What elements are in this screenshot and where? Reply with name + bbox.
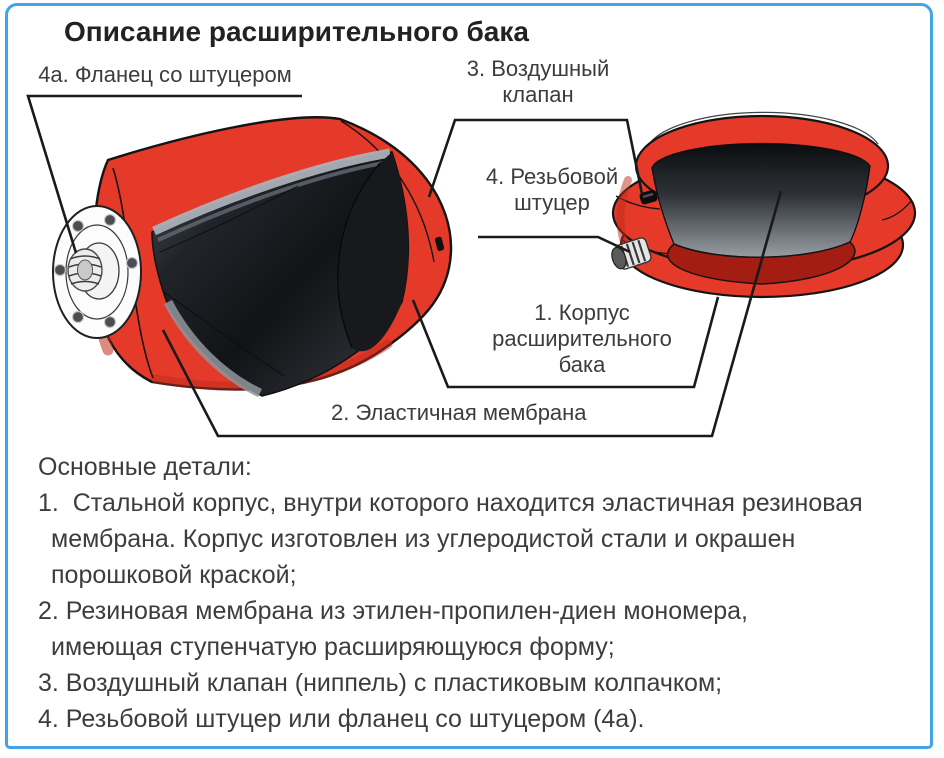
note-item-4-line-1: 4. Резьбовой штуцер или фланец со штуцер… [38,705,645,733]
threaded-fitting-icon [611,237,652,270]
flange-callout-line [26,94,302,254]
page-title: Описание расширительного бака [64,16,529,47]
flange-bolts [53,213,139,329]
flange-with-fitting [52,205,142,339]
tank-body-callout-line [411,296,720,389]
flange-callout-label: 4а. Фланец со штуцером [38,62,292,87]
air-valve-callout-label: 3. Воздушный клапан [466,56,610,107]
note-item-3-line-1: 3. Воздушный клапан (ниппель) с пластико… [38,669,723,697]
note-item-1-line-1: 1. Стальной корпус, внутри которого нахо… [38,489,863,517]
right-tank-membrane [651,142,871,258]
air-valve-icon [639,189,658,205]
left-tank-illustration [52,116,453,398]
threaded-stud-icon [67,248,103,292]
membrane-callout-line [161,190,783,438]
left-tank-dome-seam [340,120,435,263]
tank-body-callout-label: 1. Корпус расширительного бака [492,300,672,377]
membrane-callout-label: 2. Эластичная мембрана [331,400,587,425]
notes-intro: Основные детали: [38,453,252,481]
threaded-fitting-callout-label: 4. Резьбовой штуцер [485,164,619,215]
note-item-1-line-3: порошковой краской; [51,561,297,589]
air-valve-callout-line [427,118,644,198]
right-tank-illustration [611,111,917,299]
parts-description-list: Основные детали: 1. Стальной корпус, вну… [38,449,918,737]
note-item-2-line-2: имеющая ступенчатую расширяющуюся форму; [51,633,615,661]
callout-lines [26,94,783,438]
left-tank-air-valve-icon [434,236,445,251]
note-item-2-line-1: 2. Резиновая мембрана из этилен-пропилен… [38,597,748,625]
threaded-fitting-callout-line [478,235,631,254]
note-item-1-line-2: мембрана. Корпус изготовлен из углеродис… [51,525,796,553]
